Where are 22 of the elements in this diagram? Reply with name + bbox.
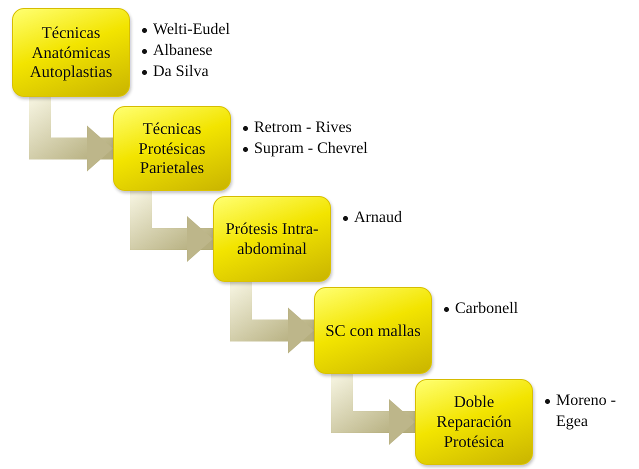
reference-text: Welti-Eudel <box>153 20 230 40</box>
bent-arrow <box>29 97 113 172</box>
step-label: Técnicas Anatómicas Autoplastias <box>28 22 114 82</box>
reference-text: Carbonell <box>455 299 518 319</box>
reference-text: Supram - Chevrel <box>254 138 368 159</box>
step-box <box>213 196 331 282</box>
step-label: Prótesis Intra-abdominal <box>224 219 320 259</box>
step-box <box>113 106 231 191</box>
reference-text: Da Silva <box>153 62 209 82</box>
bent-arrow <box>130 191 213 262</box>
reference-text: Moreno - Egea <box>556 391 617 432</box>
step-label: Doble Reparación Protésica <box>435 392 513 452</box>
bent-arrow <box>331 374 415 445</box>
reference-text: Albanese <box>153 40 213 61</box>
reference-text: Retrom - Rives <box>254 118 352 138</box>
step-box <box>12 8 130 97</box>
step-box <box>314 287 432 374</box>
bent-arrow <box>230 282 314 354</box>
step-label: Técnicas Protésicas Parietales <box>138 118 206 178</box>
reference-text: Arnaud <box>354 208 402 228</box>
step-box <box>415 379 533 465</box>
step-label: SC con mallas <box>324 320 422 340</box>
